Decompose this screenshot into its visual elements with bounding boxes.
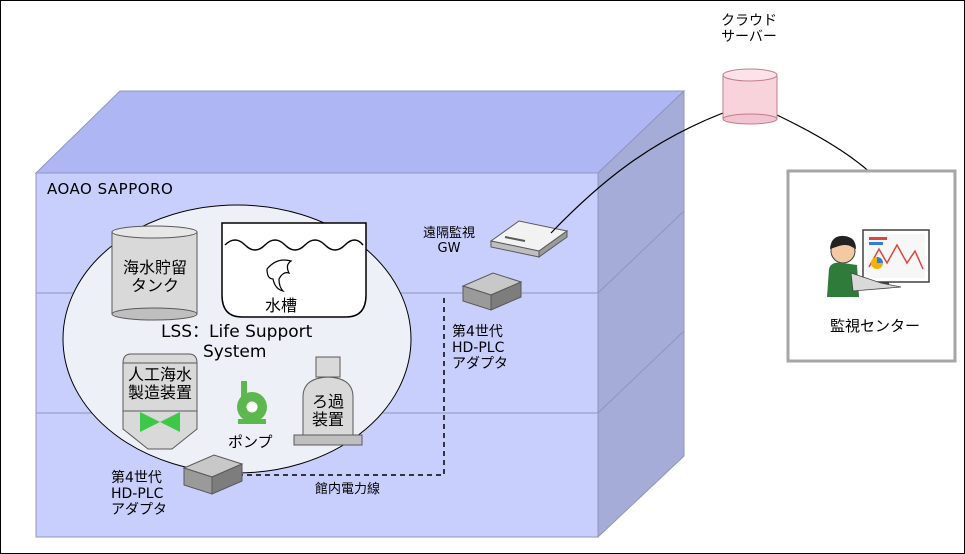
adapter-lower-device: [182, 454, 244, 495]
adapter-lower-label-line1: 第4世代: [111, 470, 162, 486]
operator-icon: [827, 229, 930, 297]
chevron-right-icon: [160, 412, 180, 432]
building-name: AOAO SAPPORO: [47, 180, 174, 198]
building-top: [34, 90, 686, 174]
adapter-lower-label-line2: HD-PLC: [111, 486, 164, 503]
adapter-upper-label-line3: アダプタ: [452, 356, 508, 373]
seawater-maker-label: 人工海水 製造装置: [123, 365, 197, 403]
water-tank-label: 水槽: [265, 296, 298, 315]
cloud-label: クラウド サーバー: [699, 13, 799, 45]
adapter-upper-label: 第4世代 HD-PLC アダプタ: [452, 324, 508, 372]
lss-label: LSS：Life Support System: [161, 322, 313, 362]
storage-tank-label: 海水貯留 タンク: [112, 258, 198, 296]
storage-tank-label-line1: 海水貯留: [122, 258, 187, 277]
adapter-upper-label-line2: HD-PLC: [452, 340, 505, 357]
lss-label-line1: LSS：Life Support: [161, 322, 313, 342]
filter-label-line1: ろ過: [311, 392, 344, 411]
seawater-maker-shape: [122, 353, 198, 450]
gateway-label-line1: 遠隔監視: [422, 226, 475, 241]
pump-label: ポンプ: [228, 433, 273, 451]
gateway-label-line2: GW: [437, 240, 461, 256]
gateway-label: 遠隔監視 GW: [415, 226, 483, 257]
cloud-server-cylinder: [722, 68, 778, 125]
floor-line-upper-side: [597, 210, 685, 294]
filter-label-line2: 装置: [311, 410, 344, 430]
seawater-maker-label-line1: 人工海水: [127, 365, 192, 384]
router-icon: [489, 220, 569, 258]
power-line-label: 館内電力線: [315, 482, 381, 497]
filter-label: ろ過 装置: [303, 392, 353, 430]
monitor-center-label: 監視センター: [830, 317, 921, 335]
adapter-upper-device: [461, 272, 523, 311]
cloud-label-line1: クラウド: [721, 13, 777, 29]
filter-shape: [293, 356, 363, 446]
seawater-maker-label-line2: 製造装置: [127, 383, 192, 403]
floor-line-lower-side: [597, 330, 685, 414]
lss-label-line2: System: [203, 341, 267, 362]
storage-tank-label-line2: タンク: [130, 276, 179, 296]
power-line: [229, 298, 445, 476]
adapter-upper-label-line1: 第4世代: [452, 324, 503, 340]
dolphin-icon: [266, 259, 293, 293]
chevron-left-icon: [140, 412, 160, 432]
water-tank-shape: [221, 222, 367, 318]
pump-icon: [237, 381, 267, 424]
adapter-lower-label: 第4世代 HD-PLC アダプタ: [111, 470, 167, 518]
storage-tank-shape: [111, 225, 198, 321]
adapter-lower-label-line3: アダプタ: [111, 502, 167, 519]
gateway-cloud-link: [550, 112, 724, 234]
cloud-label-line2: サーバー: [721, 29, 777, 46]
